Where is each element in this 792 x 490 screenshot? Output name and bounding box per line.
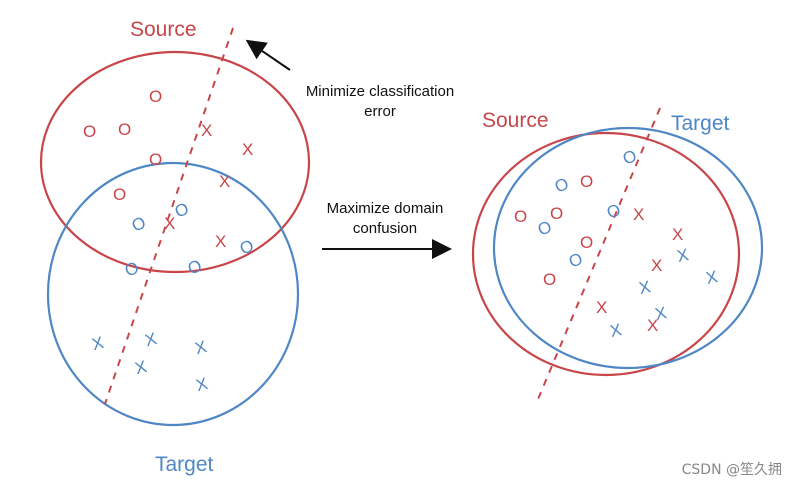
marker-x: X — [647, 316, 658, 335]
right-target-label: Target — [671, 112, 730, 135]
marker-x: X — [653, 303, 668, 324]
marker-x: X — [194, 374, 210, 395]
marker-o: O — [580, 172, 593, 191]
marker-o: O — [552, 174, 571, 196]
marker-x: X — [193, 337, 209, 358]
marker-x: X — [242, 140, 253, 159]
marker-o: O — [149, 87, 162, 106]
left-source-label: Source — [130, 18, 197, 41]
marker-o: O — [514, 207, 527, 226]
marker-o: O — [122, 258, 142, 281]
watermark: CSDN @笙久拥 — [682, 462, 782, 478]
right-decision-boundary — [535, 107, 661, 405]
marker-x: X — [219, 172, 230, 191]
marker-x: X — [133, 357, 149, 378]
marker-o: O — [113, 185, 126, 204]
marker-x: X — [201, 121, 212, 140]
marker-x: X — [651, 256, 662, 275]
minimize-label-line2: error — [364, 103, 396, 120]
marker-o: O — [543, 270, 556, 289]
marker-x: X — [90, 333, 106, 354]
left-source-ellipse — [39, 50, 311, 274]
marker-o: O — [149, 150, 162, 169]
minimize-label-line1: Minimize classification — [306, 83, 454, 100]
marker-o: O — [550, 204, 563, 223]
right-source-label: Source — [482, 109, 549, 132]
right-target-ellipse — [492, 126, 764, 370]
marker-x: X — [672, 225, 683, 244]
left-target-ellipse — [46, 161, 300, 427]
marker-o: O — [237, 236, 257, 259]
right-source-markers: O O O O O X X X X X — [514, 172, 683, 335]
marker-o: O — [604, 200, 623, 222]
marker-x: X — [704, 267, 719, 288]
marker-x: X — [675, 245, 690, 266]
maximize-label-line2: confusion — [353, 220, 417, 237]
marker-o: O — [580, 233, 593, 252]
left-target-label: Target — [155, 453, 214, 476]
right-source-ellipse — [471, 131, 741, 377]
marker-x: X — [143, 329, 159, 350]
marker-x: X — [596, 298, 607, 317]
marker-o: O — [83, 122, 96, 141]
marker-o: O — [535, 217, 554, 239]
marker-o: O — [620, 146, 639, 168]
marker-x: X — [215, 232, 226, 251]
left-decision-boundary — [104, 27, 234, 405]
marker-o: O — [129, 213, 149, 236]
marker-o: O — [566, 249, 585, 271]
maximize-label-line1: Maximize domain — [327, 200, 444, 217]
minimize-arrow — [245, 39, 291, 71]
marker-x: X — [637, 277, 652, 298]
marker-x: X — [164, 214, 175, 233]
marker-x: X — [608, 320, 623, 341]
right-target-markers: O O O O O X X X X X — [535, 146, 719, 341]
marker-o: O — [185, 256, 205, 279]
marker-o: O — [118, 120, 131, 139]
left-source-markers: O O O O O X X X X X — [83, 87, 253, 251]
marker-x: X — [633, 205, 644, 224]
